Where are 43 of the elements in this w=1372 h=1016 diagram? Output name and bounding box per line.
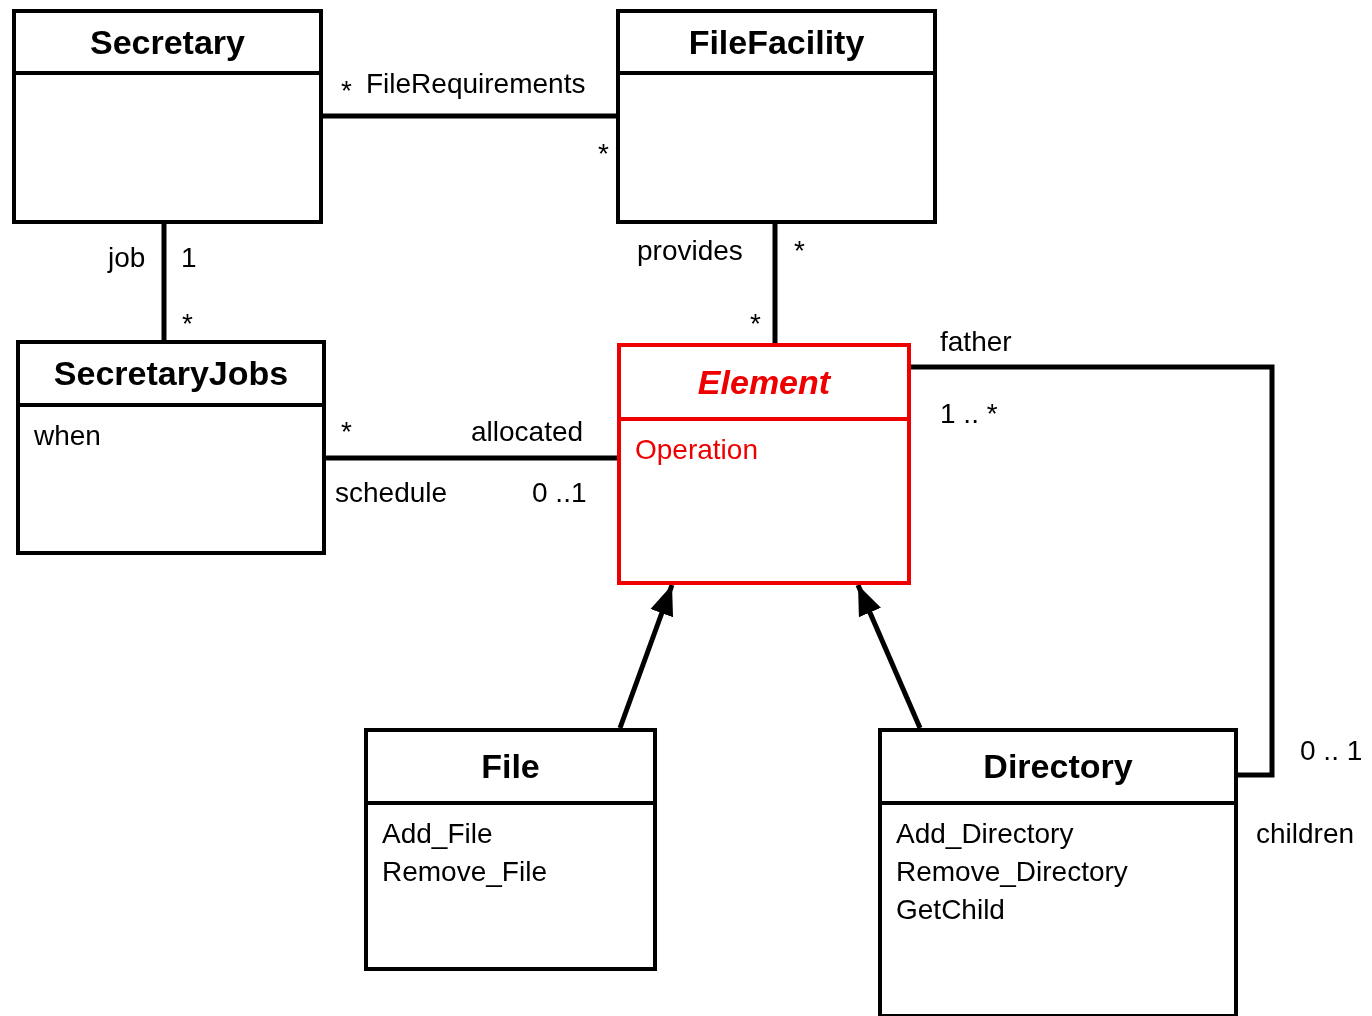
association-line [326,455,617,461]
association-line [911,364,1275,778]
generalization-arrow [617,584,675,729]
multiplicity-label: 0 .. 1 [1300,735,1363,767]
class-box [364,728,657,971]
class-member: Operation [635,433,759,467]
class-member: GetChild [896,893,1006,927]
multiplicity-label: * [341,416,352,448]
class-member: Add_Directory [896,817,1075,851]
role-label: allocated [471,416,584,448]
association-line [772,224,778,343]
class-name: Directory [983,747,1133,785]
multiplicity-label: * [794,235,805,267]
multiplicity-label: 1 .. * [940,398,998,430]
generalization-arrow [855,584,923,729]
class-box [16,340,326,555]
class-name: FileFacility [688,23,865,61]
class-box [12,9,323,224]
role-label: father [940,326,1012,358]
multiplicity-label: 1 [181,242,197,274]
class-name: Secretary [90,23,245,61]
role-label: children [1256,818,1355,850]
role-label: FileRequirements [366,68,586,100]
class-name: File [481,747,540,785]
multiplicity-label: * [182,308,193,340]
multiplicity-label: * [750,308,761,340]
multiplicity-label: * [341,75,352,107]
class-member: when [34,419,102,453]
class-member: Remove_Directory [896,855,1129,889]
multiplicity-label: * [598,138,609,170]
class-member: Add_File [382,817,494,851]
class-member: Remove_File [382,855,548,889]
class-box [878,728,1238,1016]
association-line [161,224,167,340]
role-label: provides [637,235,743,267]
class-box [617,343,911,585]
class-name: Element [697,363,831,401]
association-line [323,113,616,119]
role-label: schedule [335,477,448,509]
class-name: SecretaryJobs [53,354,289,392]
role-label: job [108,242,146,274]
class-box [616,9,937,224]
multiplicity-label: 0 ..1 [532,477,587,509]
